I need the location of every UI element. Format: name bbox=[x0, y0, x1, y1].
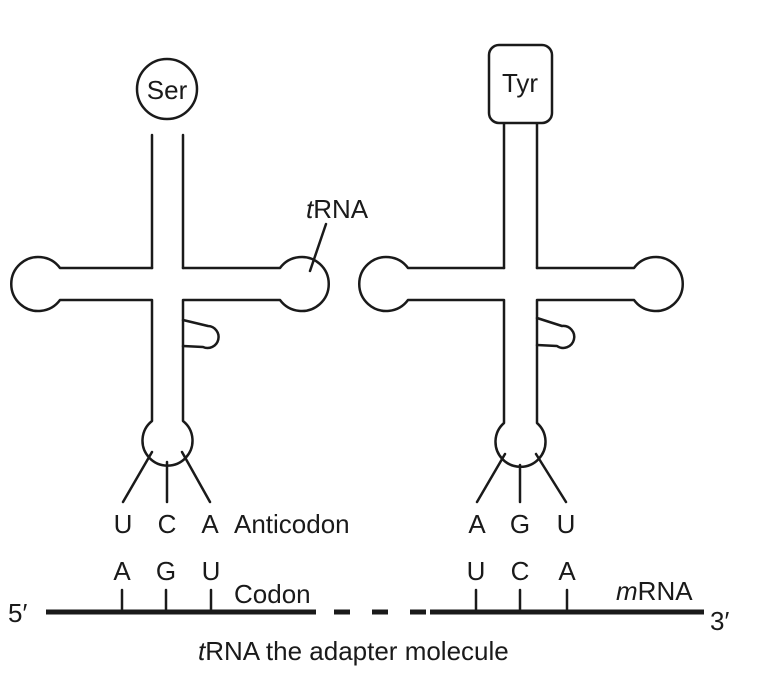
tyr-variable-loop bbox=[535, 316, 576, 350]
ser-variable-loop bbox=[181, 318, 220, 350]
tyr-codon-base-2: C bbox=[511, 556, 530, 586]
tyr-codon-base-1: U bbox=[467, 556, 486, 586]
three-prime-label: 3′ bbox=[710, 606, 729, 636]
tyr-trna-body bbox=[358, 255, 684, 469]
ser-amino-acid-label: Ser bbox=[147, 75, 188, 105]
ser-anticodon-base-2: C bbox=[158, 509, 177, 539]
tyr-anticodon-base-3: U bbox=[557, 509, 576, 539]
mrna-label: mRNA bbox=[616, 576, 693, 606]
tyr-anticodon-base-2: G bbox=[510, 509, 530, 539]
trna-label: tRNA bbox=[306, 194, 369, 224]
five-prime-label: 5′ bbox=[8, 598, 27, 628]
trna-callout-line bbox=[308, 222, 328, 273]
diagram-caption: tRNA the adapter molecule bbox=[198, 636, 509, 666]
ser-anticodon-leg-1 bbox=[121, 450, 154, 504]
mrna-strand: A G U U C A bbox=[46, 556, 704, 615]
ser-anticodon-leg-3 bbox=[180, 450, 212, 504]
trna-ser: Ser U C A bbox=[10, 57, 330, 539]
ser-amino-acid-circle bbox=[135, 57, 199, 121]
tyr-anticodon-leg-1 bbox=[475, 452, 507, 504]
ser-trna-body bbox=[10, 255, 330, 467]
tyr-anticodon-base-1: A bbox=[468, 509, 486, 539]
tyr-amino-acid-box bbox=[487, 43, 554, 125]
tyr-anticodon-leg-3 bbox=[534, 452, 568, 504]
codon-label: Codon bbox=[234, 579, 311, 609]
ser-anticodon-base-1: U bbox=[114, 509, 133, 539]
ser-codon-base-3: U bbox=[202, 556, 221, 586]
anticodon-label: Anticodon bbox=[234, 509, 350, 539]
trna-tyr: Tyr A G U bbox=[358, 43, 684, 539]
ser-codon-base-1: A bbox=[113, 556, 131, 586]
ser-anticodon-base-3: A bbox=[201, 509, 219, 539]
tyr-amino-acid-label: Tyr bbox=[502, 68, 538, 98]
tyr-codon-base-3: A bbox=[558, 556, 576, 586]
ser-codon-base-2: G bbox=[156, 556, 176, 586]
